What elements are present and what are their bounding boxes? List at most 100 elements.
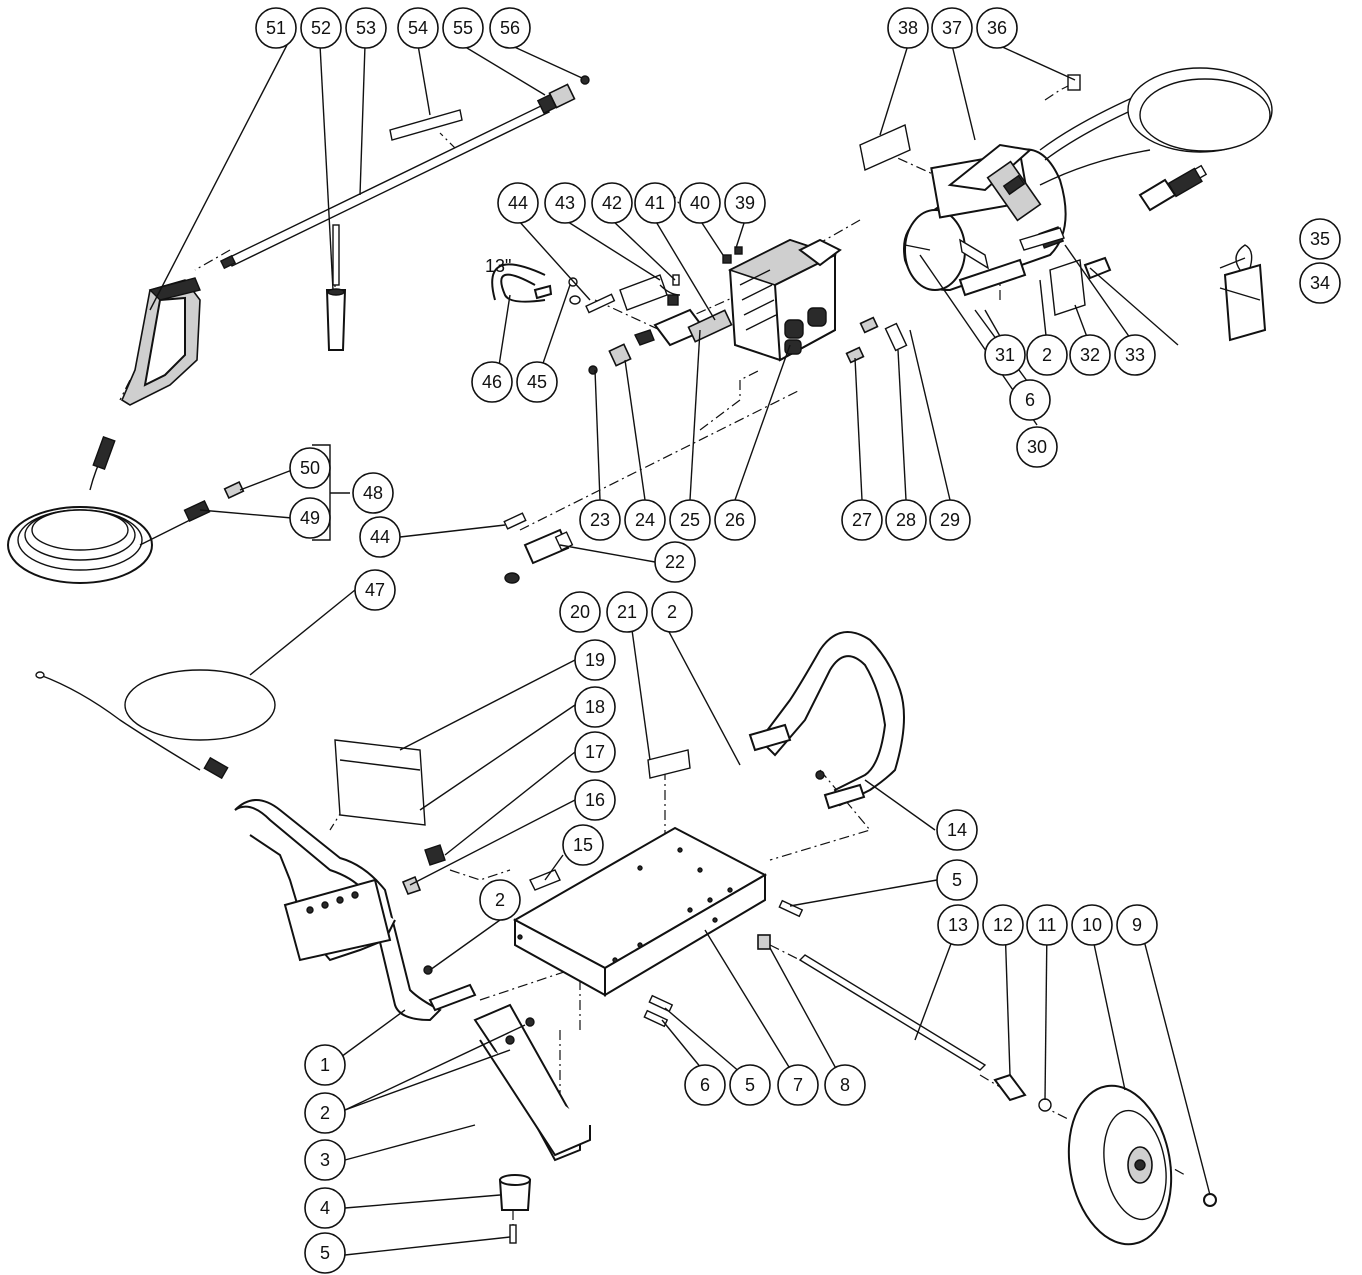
base-frame	[512, 749, 768, 997]
svg-text:24: 24	[635, 510, 655, 530]
svg-text:15: 15	[573, 835, 593, 855]
size-note: 13"	[485, 256, 511, 276]
motor-labels	[859, 74, 1267, 342]
leader-lines	[149, 44, 1261, 1256]
svg-text:38: 38	[898, 18, 918, 38]
svg-text:21: 21	[617, 602, 637, 622]
svg-text:26: 26	[725, 510, 745, 530]
svg-text:50: 50	[300, 458, 320, 478]
svg-text:35: 35	[1310, 229, 1330, 249]
callout-2d: 2	[304, 1092, 346, 1134]
svg-text:6: 6	[700, 1075, 710, 1095]
svg-text:48: 48	[363, 483, 383, 503]
callouts: 51 52 53 54 55 56 38 37 36 44 43 42 41 4…	[255, 7, 1341, 1274]
callout-23: 23	[579, 499, 621, 541]
callout-8: 8	[824, 1064, 866, 1106]
callout-7: 7	[777, 1064, 819, 1106]
svg-text:16: 16	[585, 790, 605, 810]
callout-54: 54	[397, 7, 439, 49]
callout-44b: 44	[359, 516, 401, 558]
svg-text:17: 17	[585, 742, 605, 762]
callout-6b: 6	[684, 1064, 726, 1106]
callout-32: 32	[1069, 334, 1111, 376]
pump-assembly	[727, 238, 842, 362]
callout-6: 6	[1009, 379, 1051, 421]
callout-1: 1	[304, 1044, 346, 1086]
callout-9: 9	[1116, 904, 1158, 946]
svg-text:33: 33	[1125, 345, 1145, 365]
svg-text:37: 37	[942, 18, 962, 38]
svg-text:52: 52	[311, 18, 331, 38]
callout-22: 22	[654, 541, 696, 583]
svg-text:45: 45	[527, 372, 547, 392]
inlet-fittings	[503, 512, 574, 584]
frame-labels	[334, 739, 426, 826]
svg-text:5: 5	[952, 870, 962, 890]
callout-12: 12	[982, 904, 1024, 946]
svg-text:1: 1	[320, 1055, 330, 1075]
callout-16: 16	[574, 779, 616, 821]
svg-text:18: 18	[585, 697, 605, 717]
callout-4: 4	[304, 1187, 346, 1229]
svg-text:44: 44	[370, 527, 390, 547]
callout-40: 40	[679, 182, 721, 224]
callout-11: 11	[1026, 904, 1068, 946]
callout-18: 18	[574, 686, 616, 728]
callout-46: 46	[471, 361, 513, 403]
frame-fasteners	[401, 844, 804, 1028]
callout-45: 45	[516, 361, 558, 403]
callout-36: 36	[976, 7, 1018, 49]
svg-text:12: 12	[993, 915, 1013, 935]
callout-53: 53	[345, 7, 387, 49]
callout-20: 20	[559, 591, 601, 633]
svg-text:19: 19	[585, 650, 605, 670]
svg-text:54: 54	[408, 18, 428, 38]
motor-plug	[1083, 167, 1203, 280]
svg-text:36: 36	[987, 18, 1007, 38]
svg-text:20: 20	[570, 602, 590, 622]
callout-14: 14	[936, 809, 978, 851]
svg-text:32: 32	[1080, 345, 1100, 365]
svg-text:27: 27	[852, 510, 872, 530]
svg-text:23: 23	[590, 510, 610, 530]
svg-text:2: 2	[495, 890, 505, 910]
svg-text:56: 56	[500, 18, 520, 38]
callout-5: 5	[936, 859, 978, 901]
electric-motor	[903, 67, 1273, 297]
callout-55: 55	[442, 7, 484, 49]
callout-5c: 5	[304, 1232, 346, 1274]
callout-28: 28	[885, 499, 927, 541]
svg-text:2: 2	[1042, 345, 1052, 365]
callout-15: 15	[562, 824, 604, 866]
callout-19: 19	[574, 639, 616, 681]
svg-text:39: 39	[735, 193, 755, 213]
svg-text:14: 14	[947, 820, 967, 840]
callout-31: 31	[984, 334, 1026, 376]
callout-56: 56	[489, 7, 531, 49]
callout-47: 47	[354, 569, 396, 611]
callout-39: 39	[724, 182, 766, 224]
callout-2: 2	[1026, 334, 1068, 376]
callout-48: 48	[352, 472, 394, 514]
pressure-hose	[7, 435, 245, 584]
svg-text:30: 30	[1027, 437, 1047, 457]
wand-extension	[325, 224, 347, 351]
svg-text:55: 55	[453, 18, 473, 38]
svg-text:9: 9	[1132, 915, 1142, 935]
svg-text:51: 51	[266, 18, 286, 38]
spray-wand	[219, 75, 590, 270]
svg-text:6: 6	[1025, 390, 1035, 410]
svg-text:42: 42	[602, 193, 622, 213]
svg-text:28: 28	[896, 510, 916, 530]
callout-2c: 2	[479, 879, 521, 921]
axle-wheel	[798, 954, 1217, 1246]
svg-text:4: 4	[320, 1198, 330, 1218]
svg-text:11: 11	[1038, 915, 1057, 935]
svg-text:46: 46	[482, 372, 502, 392]
svg-text:40: 40	[690, 193, 710, 213]
callout-26: 26	[714, 499, 756, 541]
svg-text:8: 8	[840, 1075, 850, 1095]
callout-17: 17	[574, 731, 616, 773]
callout-10: 10	[1071, 904, 1113, 946]
